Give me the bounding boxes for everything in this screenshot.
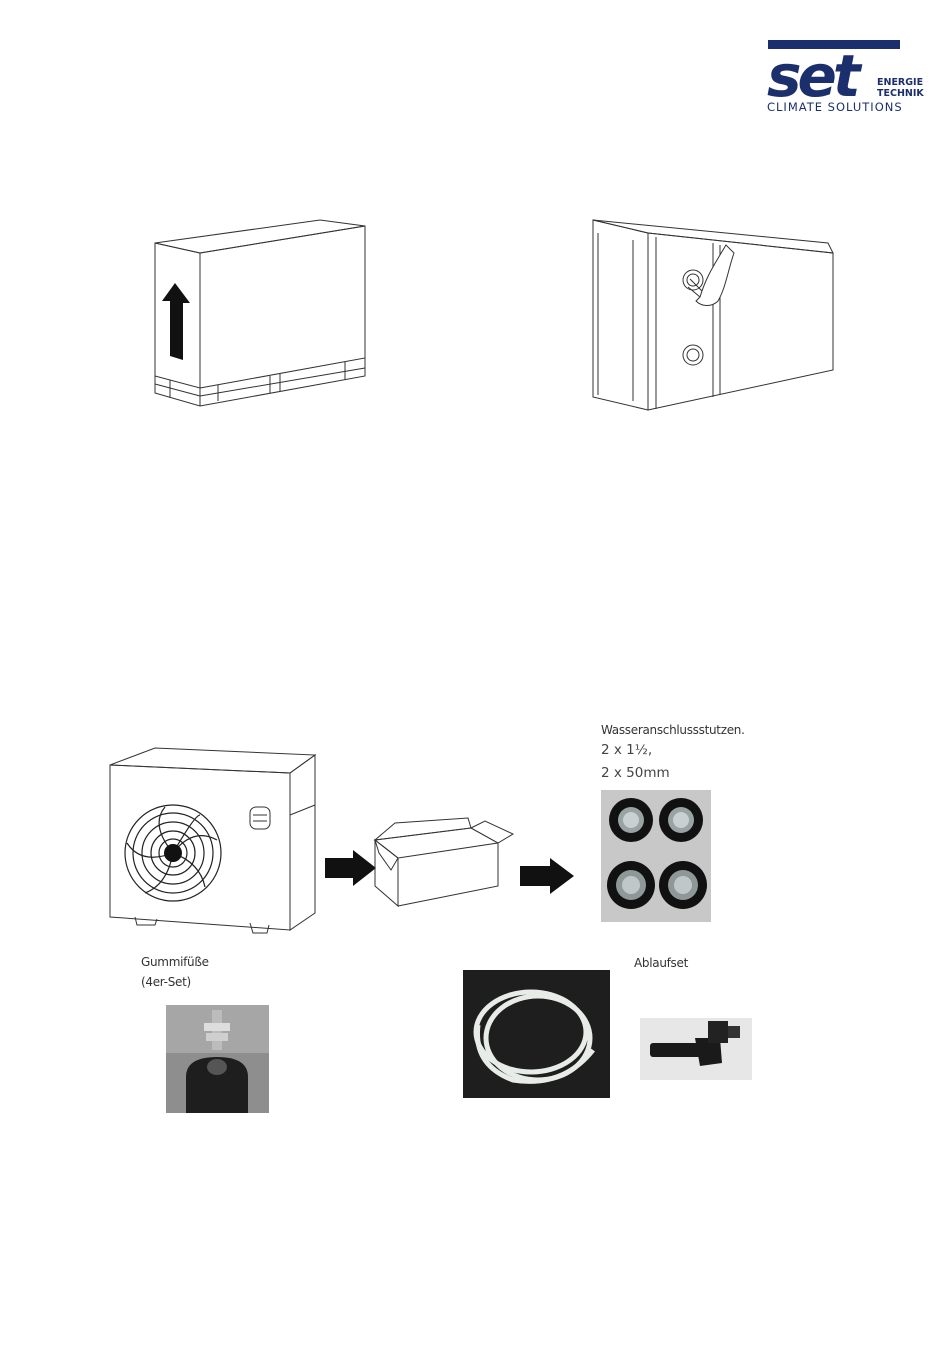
right-arrow-icon [323,848,378,888]
drain-hose-photo [463,970,610,1098]
logo-line-2: TECHNIK [877,88,924,99]
connectors-line-2: 2 x 50mm [601,765,670,781]
logo-tagline: CLIMATE SOLUTIONS [767,100,903,114]
drain-elbow-photo [640,1018,752,1080]
up-arrow-icon [162,283,190,360]
water-connectors-photo [601,790,711,922]
right-arrow-icon [518,856,576,896]
rubber-feet-subtitle: (4er-Set) [141,975,191,989]
rubber-feet-title: Gummifüße [141,955,209,969]
connectors-line-1: 2 x 1½, [601,742,652,758]
rubber-foot-photo [166,1005,269,1113]
open-box-illustration [373,818,518,913]
packed-unit-illustration [150,218,370,413]
logo-line-1: ENERGIE [877,77,923,88]
connectors-title: Wasseranschlussstutzen. [601,723,745,737]
drain-set-title: Ablaufset [634,956,688,970]
heat-pump-unit-illustration [105,745,320,940]
unit-handling-illustration [588,215,843,415]
